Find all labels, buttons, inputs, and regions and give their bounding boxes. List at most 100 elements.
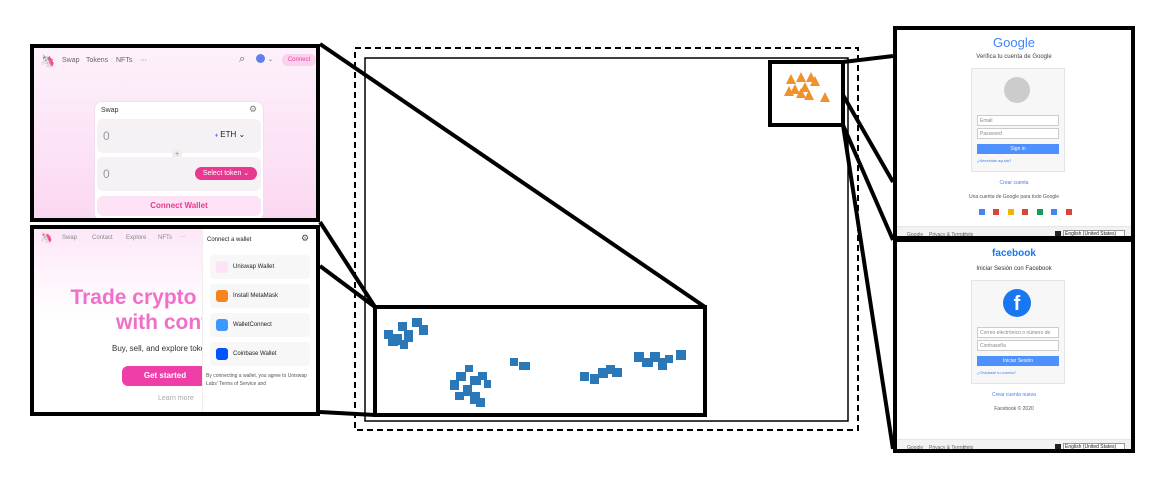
learn-more-link[interactable]: Learn more: [158, 395, 194, 402]
wallet-walletconnect[interactable]: WalletConnect: [210, 313, 310, 337]
eth-icon: ♦: [215, 133, 219, 139]
nav-tokens[interactable]: Tokens: [86, 57, 109, 64]
hero-title-line-1: Trade crypto a: [70, 286, 214, 309]
amount-bottom[interactable]: 0: [103, 167, 110, 181]
connect-button[interactable]: Connect: [282, 54, 316, 66]
avatar: [1004, 77, 1030, 103]
nav-nfts[interactable]: NFTs: [158, 235, 172, 241]
plot-inner-frame: [364, 57, 849, 422]
drawer-title: Connect a wallet: [207, 237, 252, 243]
forgot-link[interactable]: ¿Necesitas ayuda?: [977, 158, 1012, 163]
facebook-f-icon: f: [1003, 289, 1031, 317]
metamask-icon: [216, 290, 228, 302]
hero-title-line-2: with confi: [116, 311, 214, 334]
password-field[interactable]: Password: [977, 128, 1059, 139]
settings-icon[interactable]: ⚙: [249, 104, 258, 114]
wallet-label: Uniswap Wallet: [233, 264, 275, 270]
connector-lines: [318, 42, 895, 450]
app-icon: [979, 209, 985, 215]
network-icon[interactable]: [256, 54, 265, 63]
wallet-label: Install MetaMask: [233, 293, 279, 299]
chevron-down-icon: ⌄: [243, 170, 250, 177]
app-icon: [1065, 209, 1072, 215]
nav-more[interactable]: ···: [180, 234, 186, 240]
uniswap-logo-icon[interactable]: 🦄: [40, 54, 55, 68]
app-icon: [993, 209, 1000, 215]
nav-explore[interactable]: Explore: [126, 235, 147, 241]
create-account-link[interactable]: Crear cuenta nueva: [992, 392, 1036, 398]
footer-bar: Google Privacy & Terms Help English (Uni…: [897, 226, 1131, 238]
nav-swap[interactable]: Swap: [62, 57, 80, 64]
footer-link-google[interactable]: Google: [907, 445, 924, 451]
app-icon: [1007, 209, 1014, 215]
wallet-uniswap[interactable]: Uniswap Wallet: [210, 255, 310, 279]
wallet-label: Coinbase Wallet: [233, 351, 277, 357]
uniswap-logo-icon[interactable]: 🦄: [40, 233, 53, 244]
sign-in-button[interactable]: Sign in: [977, 144, 1059, 154]
swap-direction-button[interactable]: +: [172, 150, 182, 160]
footer-link-help[interactable]: Help: [963, 232, 974, 238]
google-app-icons: [979, 202, 1072, 215]
chevron-down-icon[interactable]: ⌄: [268, 57, 274, 63]
select-token-button[interactable]: Select token ⌄: [195, 167, 257, 180]
footer-bar: Google Privacy & Terms Help English (Uni…: [897, 439, 1131, 451]
language-icon: [1055, 231, 1061, 236]
email-field[interactable]: Correo electrónico o número de: [977, 327, 1059, 338]
nav-swap[interactable]: Swap: [62, 235, 78, 241]
uniswap-nav: 🦄 Swap Tokens NFTs ··· ⌕ ⌄ Connect: [34, 48, 316, 74]
footer-link-google[interactable]: Google: [907, 232, 924, 238]
dashed-outer-frame: [354, 47, 859, 431]
language-select[interactable]: English (United States): [1063, 230, 1126, 236]
language-icon: [1055, 444, 1061, 449]
footer-link-privacy[interactable]: Privacy & Terms: [929, 445, 966, 451]
uniswap-swap-panel: 🦄 Swap Tokens NFTs ··· ⌕ ⌄ Connect Swap …: [30, 44, 320, 222]
forgot-link[interactable]: ¿Olvidaste tu cuenta?: [977, 370, 1016, 375]
blue-clusters: [384, 318, 686, 407]
footer-link-help[interactable]: Help: [963, 445, 974, 451]
app-icon: [1036, 209, 1043, 215]
language-select[interactable]: English (United States): [1063, 443, 1126, 449]
facebook-copyright: Facebook © 2020: [994, 406, 1034, 412]
swap-card-title: Swap: [101, 107, 119, 114]
search-icon[interactable]: ⌕: [239, 53, 246, 65]
facebook-logo: facebook: [992, 248, 1036, 259]
login-button[interactable]: Iniciar Sesión: [977, 356, 1059, 366]
nav-contact[interactable]: Contact: [92, 235, 113, 241]
get-started-button[interactable]: Get started: [122, 366, 208, 386]
uniswap-wallet-panel: 🦄 Swap Contact Explore NFTs ··· Trade cr…: [30, 225, 320, 416]
coinbase-icon: [216, 348, 228, 360]
walletconnect-icon: [216, 319, 228, 331]
amount-top[interactable]: 0: [103, 129, 110, 143]
facebook-login-panel: facebook Iniciar Sesión con Facebook f C…: [893, 238, 1135, 453]
app-icon: [1022, 209, 1029, 215]
google-subtitle: Verifica tu cuenta de Google: [976, 54, 1052, 60]
wallet-label: WalletConnect: [233, 322, 272, 328]
swap-input-top[interactable]: 0 ♦ ETH ⌄: [97, 119, 261, 153]
hero-subtitle: Buy, sell, and explore toke: [112, 344, 206, 353]
footer-link-privacy[interactable]: Privacy & Terms: [929, 232, 966, 238]
create-account-link[interactable]: Crear cuenta: [999, 180, 1029, 186]
login-card: f Correo electrónico o número de Contras…: [971, 280, 1065, 384]
wallet-coinbase[interactable]: Coinbase Wallet: [210, 342, 310, 366]
hero-background: [34, 229, 204, 319]
nav-more[interactable]: ···: [140, 57, 147, 64]
swap-input-bottom[interactable]: 0 Select token ⌄: [97, 157, 261, 191]
wallet-metamask[interactable]: Install MetaMask: [210, 284, 310, 308]
chevron-down-icon: ⌄: [238, 130, 246, 139]
google-signin-panel: Google Verifica tu cuenta de Google Emai…: [893, 26, 1135, 240]
app-icon: [1051, 209, 1058, 215]
token-select-eth[interactable]: ♦ ETH ⌄: [215, 130, 245, 139]
settings-icon[interactable]: ⚙: [301, 233, 310, 243]
orange-clusters: [784, 72, 830, 102]
orange-cluster-zoom-box: [768, 60, 845, 127]
email-field[interactable]: Email: [977, 115, 1059, 126]
connect-wallet-button[interactable]: Connect Wallet: [97, 196, 261, 216]
terms-text: By connecting a wallet, you agree to Uni…: [206, 373, 307, 387]
google-tagline: Una cuenta de Google para todo Google: [968, 194, 1060, 200]
hero-title: Trade crypto a with confi: [54, 285, 214, 335]
uniswap-wallet-icon: [216, 261, 228, 273]
password-field[interactable]: Contraseña: [977, 340, 1059, 351]
facebook-subtitle: Iniciar Sesión con Facebook: [976, 266, 1052, 272]
nav-nfts[interactable]: NFTs: [116, 57, 133, 64]
